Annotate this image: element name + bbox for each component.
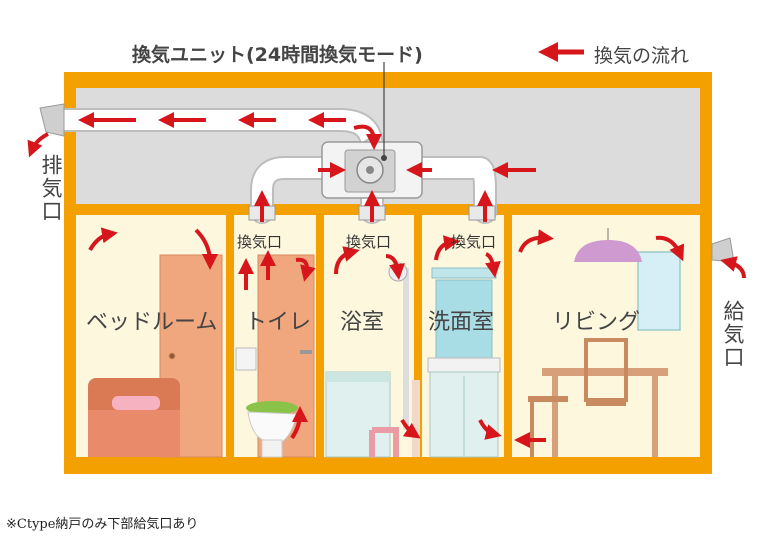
ventilation-unit [321, 62, 423, 199]
supply-label: 給気口 [721, 300, 745, 369]
vanity-icon [412, 267, 501, 458]
exhaust-cap [39, 103, 65, 137]
toilet-icon [235, 347, 298, 458]
room-label-toilet: トイレ [245, 310, 312, 335]
vent-label-toilet: 換気口 [237, 233, 283, 251]
footnote: ※Ctype納戸のみ下部給気口あり [6, 517, 199, 532]
bed-icon [88, 378, 180, 457]
vent-label-washroom: 換気口 [451, 233, 497, 251]
room-label-washroom: 洗面室 [428, 310, 495, 335]
supply-cap [711, 237, 735, 263]
legend-label: 換気の流れ [594, 45, 690, 67]
bathtub-icon [325, 262, 409, 458]
exhaust-label: 排気口 [39, 154, 63, 223]
room-label-living: リビング [552, 310, 641, 335]
living-furniture [528, 228, 681, 457]
room-label-bath: 浴室 [340, 310, 385, 335]
room-label-bedroom: ベッドルーム [86, 310, 218, 335]
flow-arrows [27, 112, 746, 448]
vent-label-bath: 換気口 [346, 233, 392, 251]
unit-title: 換気ユニット(24時間換気モード) [132, 44, 423, 66]
